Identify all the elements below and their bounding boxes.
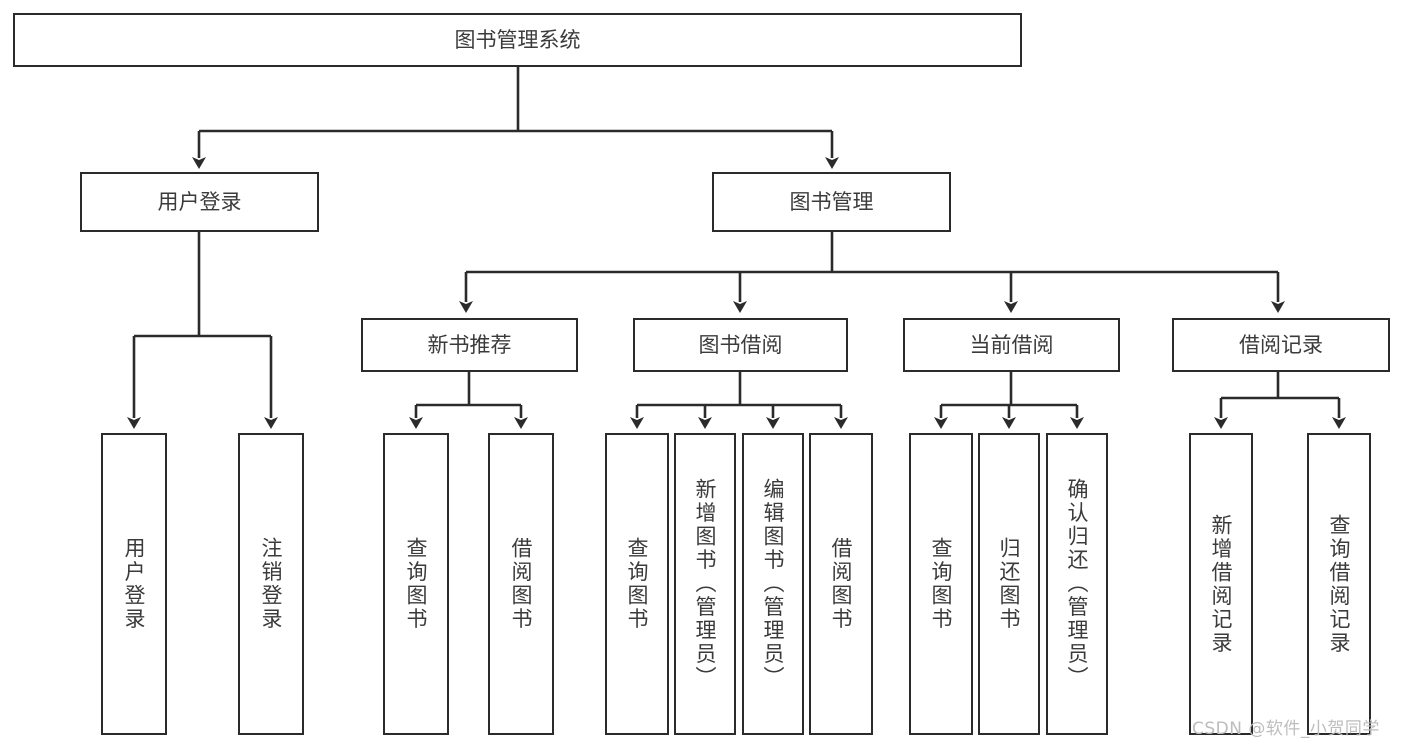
- node-leaf-query-book-1-label: 查询图书: [404, 537, 429, 631]
- node-leaf-query-record-label: 查询借阅记录: [1327, 513, 1352, 655]
- node-leaf-add-record[interactable]: 新增借阅记录: [1189, 433, 1253, 735]
- node-leaf-add-book-label: 新增图书（管理员）: [693, 478, 718, 690]
- node-book-borrow-label: 图书借阅: [698, 332, 783, 357]
- node-leaf-add-record-label: 新增借阅记录: [1209, 513, 1234, 655]
- node-borrow-record-label: 借阅记录: [1239, 332, 1323, 357]
- node-new-book-recommend[interactable]: 新书推荐: [361, 318, 578, 372]
- node-current-borrow[interactable]: 当前借阅: [903, 318, 1120, 372]
- node-leaf-logout-login[interactable]: 注销登录: [238, 433, 304, 735]
- node-leaf-edit-book[interactable]: 编辑图书（管理员）: [742, 433, 804, 735]
- node-root[interactable]: 图书管理系统: [13, 13, 1022, 67]
- node-leaf-query-book-2[interactable]: 查询图书: [605, 433, 669, 735]
- node-leaf-query-book-3[interactable]: 查询图书: [909, 433, 973, 735]
- node-leaf-return-book[interactable]: 归还图书: [978, 433, 1040, 735]
- node-leaf-confirm-return[interactable]: 确认归还（管理员）: [1046, 433, 1108, 735]
- node-leaf-query-record[interactable]: 查询借阅记录: [1307, 433, 1371, 735]
- node-leaf-add-book[interactable]: 新增图书（管理员）: [674, 433, 736, 735]
- node-user-login-label: 用户登录: [157, 189, 242, 214]
- node-root-label: 图书管理系统: [454, 27, 581, 52]
- node-current-borrow-label: 当前借阅: [969, 332, 1054, 357]
- node-leaf-borrow-book-1[interactable]: 借阅图书: [488, 433, 554, 735]
- node-book-manage-label: 图书管理: [789, 189, 874, 214]
- node-book-borrow[interactable]: 图书借阅: [633, 318, 848, 372]
- node-leaf-user-login[interactable]: 用户登录: [101, 433, 167, 735]
- node-leaf-borrow-book-2[interactable]: 借阅图书: [809, 433, 873, 735]
- node-leaf-query-book-1[interactable]: 查询图书: [383, 433, 449, 735]
- node-borrow-record[interactable]: 借阅记录: [1172, 318, 1390, 372]
- node-leaf-query-book-3-label: 查询图书: [929, 537, 954, 631]
- node-new-book-recommend-label: 新书推荐: [427, 332, 512, 357]
- node-book-manage[interactable]: 图书管理: [712, 172, 951, 232]
- csdn-watermark: CSDN @软件_小贺同学: [1192, 719, 1380, 739]
- node-leaf-query-book-2-label: 查询图书: [625, 537, 650, 631]
- node-leaf-logout-login-label: 注销登录: [259, 537, 284, 631]
- node-leaf-user-login-label: 用户登录: [122, 537, 147, 631]
- node-leaf-return-book-label: 归还图书: [997, 537, 1022, 631]
- node-user-login[interactable]: 用户登录: [80, 172, 319, 232]
- node-leaf-borrow-book-1-label: 借阅图书: [509, 537, 534, 631]
- node-leaf-borrow-book-2-label: 借阅图书: [829, 537, 854, 631]
- node-leaf-confirm-return-label: 确认归还（管理员）: [1065, 478, 1090, 690]
- node-leaf-edit-book-label: 编辑图书（管理员）: [761, 478, 786, 690]
